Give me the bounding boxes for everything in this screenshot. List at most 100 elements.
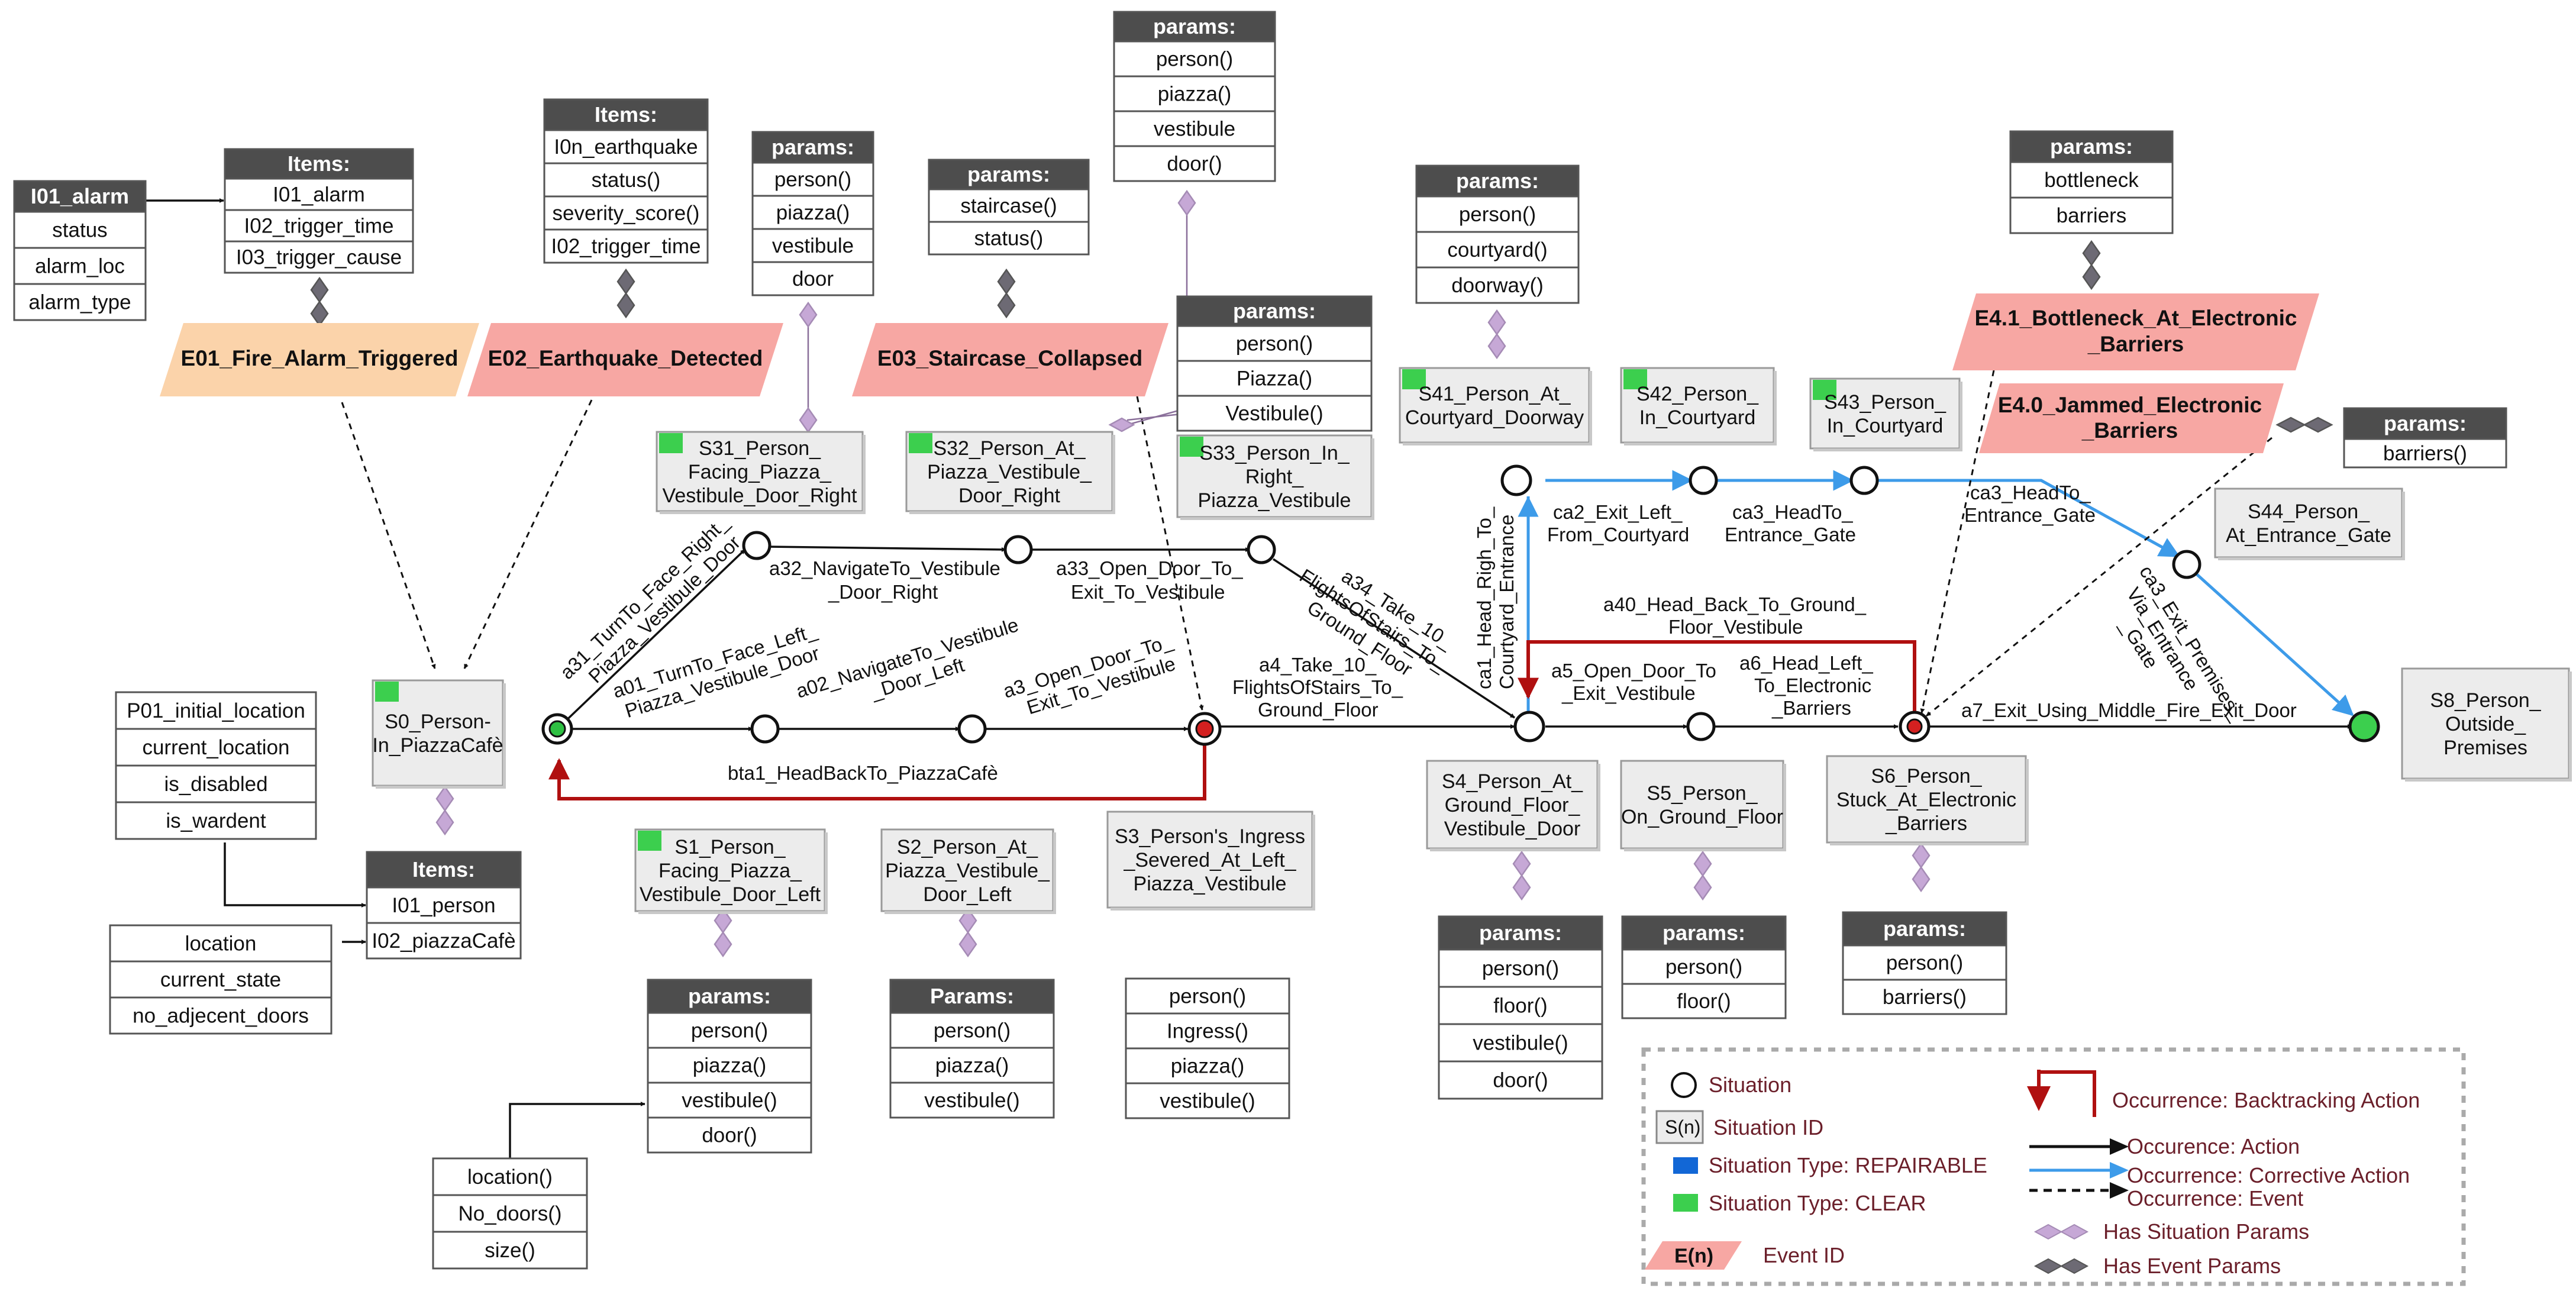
situation-node-s43 bbox=[1849, 466, 1879, 495]
situation-s1: S1_Person_Facing_Piazza_Vestibule_Door_L… bbox=[634, 828, 828, 914]
situation-label: S8_Person_ bbox=[2430, 689, 2541, 712]
label-a4: a4_Take_10_ FlightsOfStairs_To_ Ground_F… bbox=[1232, 654, 1403, 721]
event-e03: E03_Staircase_Collapsed bbox=[852, 323, 1168, 396]
table-header: Items: bbox=[595, 102, 657, 127]
situation-s33: S33_Person_In_Right_Piazza_Vestibule bbox=[1176, 434, 1374, 520]
situation-node-s2 bbox=[957, 714, 987, 744]
clear-badge bbox=[375, 682, 399, 702]
table-row: barriers() bbox=[1883, 986, 1967, 1009]
edge-e03-event bbox=[1136, 396, 1204, 711]
situation-param-diamond bbox=[1487, 309, 1506, 360]
situation-s6: S6_Person_Stuck_At_Electronic_Barriers bbox=[1826, 755, 2029, 845]
legend-situation-icon bbox=[1671, 1072, 1697, 1098]
edge-e41-event bbox=[1920, 370, 1995, 714]
table-row: I02_piazzaCafè bbox=[372, 929, 515, 953]
table-row: floor() bbox=[1677, 990, 1731, 1013]
svg-text:_Exit_Vestibule: _Exit_Vestibule bbox=[1561, 682, 1696, 704]
situation-param-diamond bbox=[714, 907, 732, 958]
situation-node-s8 bbox=[2348, 711, 2380, 742]
label-a02: a02_NavigateTo_Vestibule _Door_Left bbox=[793, 614, 1021, 703]
items-alarm-table: Items:I01_alarmI02_trigger_timeI03_trigg… bbox=[224, 148, 414, 274]
params-s5-table: params:person()floor() bbox=[1621, 915, 1787, 1019]
situations-circles bbox=[541, 464, 2380, 746]
table-header: params: bbox=[771, 135, 854, 159]
table-row: doorway() bbox=[1451, 274, 1544, 297]
table-header: params: bbox=[2384, 411, 2467, 435]
table-header: I01_alarm bbox=[31, 184, 129, 208]
events: E01_Fire_Alarm_Triggered E02_Earthquake_… bbox=[160, 293, 2319, 453]
label-ca2: ca2_Exit_Left_ From_Courtyard bbox=[1547, 501, 1689, 545]
situation-label: Premises bbox=[2443, 737, 2527, 759]
params-s4-table: params:person()floor()vestibule()door() bbox=[1438, 915, 1603, 1100]
table-row: person() bbox=[1236, 332, 1313, 356]
situation-label: S31_Person_ bbox=[699, 437, 821, 460]
legend-corrective: Occurrence: Corrective Action bbox=[2127, 1163, 2410, 1187]
situation-node-s1 bbox=[750, 714, 780, 744]
table-row: door bbox=[792, 267, 834, 290]
table-row: P01_initial_location bbox=[127, 699, 305, 722]
table-row: Vestibule() bbox=[1225, 402, 1323, 425]
legend-repairable: Situation Type: REPAIRABLE bbox=[1709, 1153, 1987, 1177]
situation-s31: S31_Person_Facing_Piazza_Vestibule_Door_… bbox=[656, 431, 866, 514]
svg-text:S(n): S(n) bbox=[1665, 1116, 1700, 1138]
table-row: door() bbox=[1167, 153, 1222, 176]
situation-label: Piazza_Vestibule bbox=[1198, 489, 1351, 512]
table-row: person() bbox=[691, 1019, 768, 1042]
svg-text:a6_Head_Left_: a6_Head_Left_ bbox=[1739, 652, 1873, 674]
params-s1-table: params:person()piazza()vestibule()door() bbox=[647, 979, 812, 1154]
table-row: vestibule() bbox=[682, 1089, 777, 1112]
situation-param-diamond bbox=[958, 907, 977, 958]
table-header: params: bbox=[1883, 916, 1966, 941]
legend-event-id: Event ID bbox=[1763, 1243, 1845, 1267]
situation-label: Vestibule_Door_Right bbox=[663, 485, 857, 507]
svg-text:From_Courtyard: From_Courtyard bbox=[1547, 524, 1689, 545]
edge-a32 bbox=[767, 545, 1006, 552]
table-header: params: bbox=[688, 984, 771, 1008]
table-row: Piazza() bbox=[1237, 367, 1312, 390]
situation-param-diamond bbox=[1512, 850, 1531, 901]
svg-text:Courtyard_Entrance: Courtyard_Entrance bbox=[1496, 515, 1518, 689]
table-row: person() bbox=[1169, 985, 1246, 1008]
params-s32-table: params:staircase()status() bbox=[928, 159, 1090, 256]
situation-node-s3-core bbox=[1195, 719, 1214, 738]
svg-text:Entrance_Gate: Entrance_Gate bbox=[1725, 524, 1856, 545]
situation-node-s32 bbox=[1003, 535, 1033, 564]
situation-label: Courtyard_Doorway bbox=[1405, 406, 1584, 429]
table-header: params: bbox=[967, 162, 1050, 186]
table-header: Params: bbox=[930, 984, 1014, 1008]
table-row: size() bbox=[485, 1239, 535, 1262]
svg-text:a32_NavigateTo_Vestibule: a32_NavigateTo_Vestibule bbox=[769, 557, 1000, 579]
event-e40-label-1: E4.0_Jammed_Electronic bbox=[1998, 393, 2262, 417]
situation-node-s31 bbox=[742, 531, 771, 560]
svg-text:E(n): E(n) bbox=[1674, 1245, 1713, 1267]
situation-label: S41_Person_At_ bbox=[1418, 383, 1571, 405]
label-a5: a5_Open_Door_To _Exit_Vestibule bbox=[1551, 660, 1716, 704]
event-e40: E4.0_Jammed_Electronic _Barriers bbox=[1979, 383, 2284, 453]
table-header: Items: bbox=[288, 151, 350, 176]
label-ca1: ca1_Head_Righ_To_ Courtyard_Entrance bbox=[1473, 506, 1518, 689]
table-row: I02_trigger_time bbox=[551, 235, 701, 258]
svg-text:ca2_Exit_Left_: ca2_Exit_Left_ bbox=[1553, 501, 1683, 523]
situation-label: S42_Person_ bbox=[1636, 383, 1759, 405]
situation-label: Ground_Floor_ bbox=[1445, 794, 1581, 816]
legend-clear: Situation Type: CLEAR bbox=[1709, 1191, 1926, 1215]
table-row: is_disabled bbox=[164, 773, 267, 796]
situation-label: Piazza_Vestibule_ bbox=[885, 860, 1050, 882]
svg-text:a33_Open_Door_To_: a33_Open_Door_To_ bbox=[1056, 557, 1243, 579]
label-a6: a6_Head_Left_ To_Electronic _Barriers bbox=[1739, 652, 1873, 719]
situation-s43: S43_Person_In_Courtyard bbox=[1809, 377, 1962, 451]
table-header: params: bbox=[1479, 921, 1562, 945]
table-header: params: bbox=[1233, 299, 1316, 323]
legend-event-params: Has Event Params bbox=[2103, 1254, 2281, 1278]
situation-s3: S3_Person's_Ingress_Severed_At_Left_Piaz… bbox=[1106, 811, 1315, 911]
table-row: floor() bbox=[1493, 995, 1547, 1018]
table-row: I03_trigger_cause bbox=[236, 246, 402, 269]
table-header: params: bbox=[1663, 921, 1745, 945]
label-a7: a7_Exit_Using_Middle_Fire_Exit_Door bbox=[1961, 699, 2297, 721]
situation-label: Vestibule_Door bbox=[1444, 818, 1581, 840]
label-a3: a3_Open_Door_To_ Exit_To_Vestibule bbox=[1000, 629, 1178, 718]
